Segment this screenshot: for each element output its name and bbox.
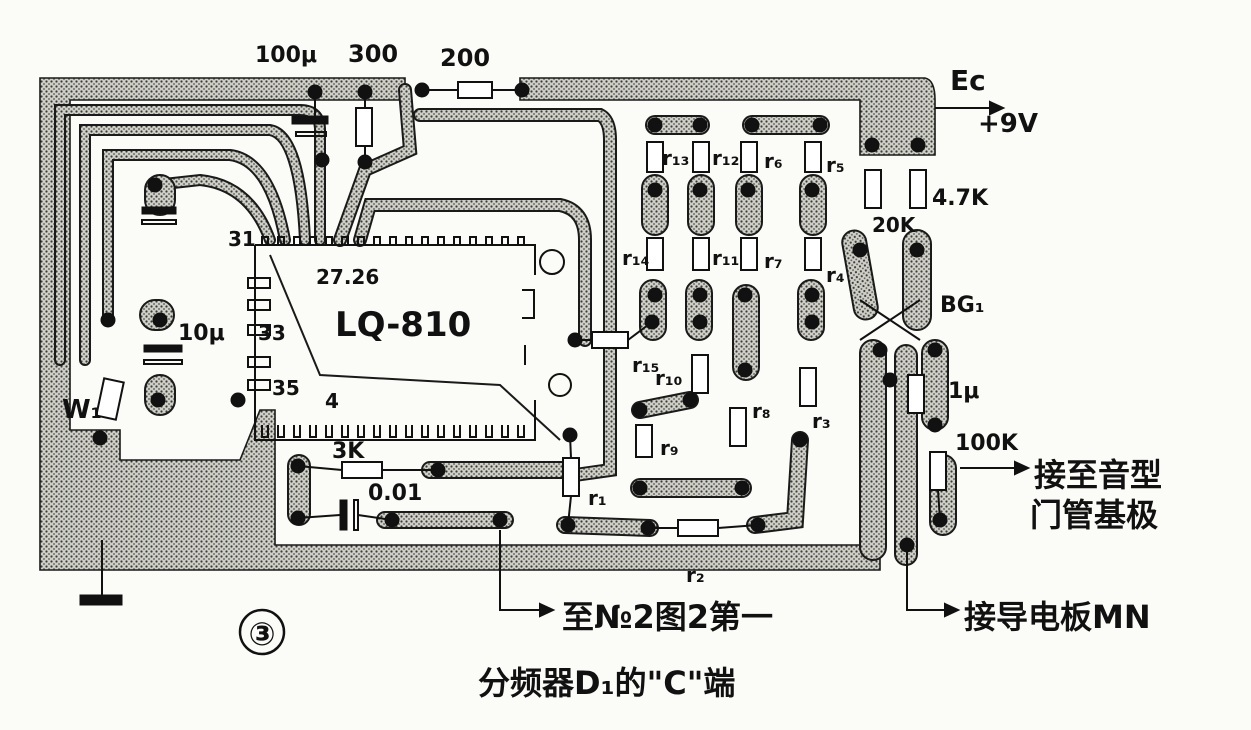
resistors [95, 81, 947, 537]
leads [101, 89, 1031, 618]
label-300: 300 [348, 40, 398, 68]
label-r14: r₁₄ [622, 246, 649, 270]
lead-r1 [567, 434, 572, 526]
solder-pads [92, 82, 948, 553]
lead-cross-bg1 [859, 299, 921, 341]
label-3k: 3K [332, 439, 365, 464]
label-r8: r₈ [752, 399, 771, 423]
figure-number: ③ [248, 615, 275, 653]
label-pin33: 33 [258, 321, 286, 345]
label-1u: 1μ [948, 379, 980, 404]
trace-loop-2-fill [81, 126, 309, 364]
trace-loop-4-fill [151, 175, 274, 244]
label-9v: +9V [978, 109, 1038, 139]
label-pin35: 35 [272, 376, 300, 400]
label-10u: 10μ [178, 321, 225, 346]
lead-to-divider [499, 530, 540, 611]
label-r1: r₁ [588, 486, 607, 510]
label-r3: r₃ [812, 409, 831, 433]
label-chip: LQ-810 [335, 305, 471, 345]
trace-loop-3-fill [104, 151, 289, 324]
label-20k: 20K [872, 213, 917, 237]
label-r9: r₉ [660, 436, 679, 460]
label-r12: r₁₂ [712, 146, 739, 170]
lead-100k [937, 489, 941, 521]
lead-r15 [575, 321, 653, 341]
label-r2: r₂ [686, 563, 705, 587]
lead-300-cap [314, 92, 366, 162]
label-200: 200 [440, 44, 490, 72]
labels: 100μ 300 200 Ec +9V r₁₃ r₁₂ r₆ r₅ 4.7K 2… [62, 40, 1038, 653]
annotation-to-divider-line1: 至№2图2第一 [562, 598, 774, 636]
label-r5: r₅ [826, 153, 845, 177]
arrow-supply [989, 100, 1006, 116]
annotation-to-base-line1: 接至音型 [1034, 456, 1163, 494]
label-w1: W₁ [62, 395, 102, 425]
trace-vertical-fill [415, 110, 615, 480]
trace-r10-fill [633, 393, 697, 417]
label-r15: r₁₅ [632, 353, 659, 377]
label-001: 0.01 [368, 481, 422, 506]
trace-r2-fill [558, 518, 657, 535]
annotation-to-divider-line2: 分频器D₁的"C"端 [478, 664, 736, 702]
trace-300-fill [335, 85, 416, 245]
label-r4: r₄ [826, 263, 845, 287]
trace-right-loop-fill [355, 200, 590, 345]
chip-lq810 [247, 236, 572, 441]
label-100k: 100K [955, 431, 1019, 456]
label-r7: r₇ [764, 249, 783, 273]
lead-r2 [648, 524, 759, 529]
annotation-to-base-line2: 门管基极 [1030, 496, 1159, 534]
label-pin4: 4 [325, 389, 339, 413]
label-r13: r₁₃ [662, 146, 689, 170]
annotation-to-mn: 接导电板MN [964, 598, 1151, 636]
arrow-to-divider [539, 602, 556, 618]
label-r10: r₁₀ [655, 366, 682, 390]
capacitors [79, 115, 359, 606]
lead-3k-left [297, 465, 343, 471]
arrow-to-mn [944, 602, 961, 618]
label-4k7: 4.7K [932, 186, 989, 211]
chip-left-pins [247, 277, 271, 391]
supply-plane [519, 77, 936, 156]
chip-bottom-pins [261, 425, 525, 438]
trace-r3-fill [748, 433, 807, 532]
chip-right-marks [522, 249, 572, 397]
label-ec: Ec [950, 64, 986, 97]
trace-diagonal [269, 254, 561, 441]
label-r6: r₆ [764, 149, 783, 173]
ground-plane [39, 77, 881, 571]
label-pin31: 31 [228, 227, 256, 251]
trace-loop-1-fill [56, 106, 324, 364]
arrow-to-base [1014, 460, 1031, 476]
chip-top-pins [261, 236, 525, 245]
lead-to-mn [906, 545, 945, 611]
label-r11: r₁₁ [712, 246, 739, 270]
label-pin27-26: 27.26 [316, 265, 379, 289]
label-100u: 100μ [255, 43, 317, 68]
lead-001 [297, 514, 393, 521]
label-bg1: BG₁ [940, 293, 984, 318]
figure-number-circle [238, 608, 286, 656]
